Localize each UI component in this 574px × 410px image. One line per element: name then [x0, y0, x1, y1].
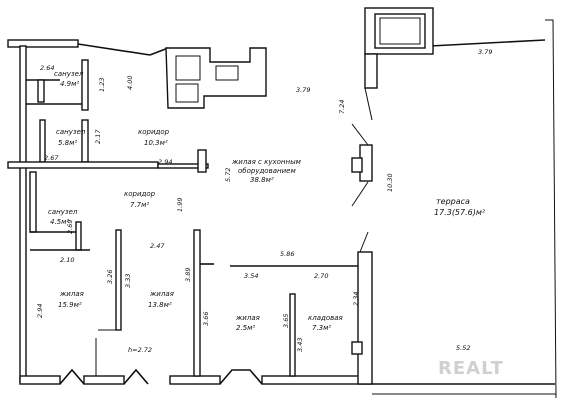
corridor2-name: коридор [124, 190, 156, 198]
ceiling-height: h=2.72 [128, 346, 152, 354]
living1-name: жилая [59, 290, 84, 298]
dim-1030: 10.30 [386, 173, 394, 192]
bath2-area: 5.8м² [58, 139, 77, 147]
dim-572: 5.72 [224, 168, 232, 182]
living3-area: 2.5м² [236, 324, 255, 332]
corridor2-area: 7.7м² [130, 201, 149, 209]
living-kitchen-name2: оборудованием [238, 167, 296, 175]
dim-294b: 2.94 [36, 304, 44, 318]
living-kitchen-area: 38.8м² [250, 176, 274, 184]
watermark: REALT [438, 358, 504, 379]
storage-name: кладовая [308, 314, 343, 322]
dim-123: 1.23 [98, 78, 106, 92]
dim-294a: 2.94 [158, 158, 172, 166]
dim-724: 7.24 [338, 100, 346, 114]
bath3-area: 4.5м² [50, 218, 69, 226]
corridor1-name: коридор [138, 128, 170, 136]
corridor1-area: 10.3м² [144, 139, 168, 147]
living2-area: 13.8м² [148, 301, 172, 309]
terrace-name: терраса [436, 197, 470, 206]
living3-name: жилая [235, 314, 260, 322]
dim-379a: 3.79 [296, 86, 310, 94]
dim-389: 3.89 [184, 268, 192, 282]
dim-217: 2.17 [94, 129, 102, 144]
bath1-area: 4.9м² [60, 80, 79, 88]
dim-365: 3.65 [282, 314, 290, 328]
bath1-name: санузел [54, 70, 84, 78]
dim-270: 2.70 [314, 272, 328, 280]
dim-264: 2.64 [40, 64, 54, 72]
dimensions: 2.64 1.23 4.00 2.17 2.67 2.94 3.79 3.79 … [36, 48, 492, 354]
storage-area: 7.3м² [312, 324, 331, 332]
bath3-name: санузел [48, 208, 78, 216]
dim-343: 3.43 [296, 338, 304, 352]
dim-199: 1.99 [176, 198, 184, 212]
dim-586: 5.86 [280, 250, 294, 258]
dim-379b: 3.79 [478, 48, 492, 56]
dim-267: 2.67 [44, 154, 59, 162]
terrace-area: 17.3(57.6)м² [434, 208, 486, 217]
dim-247: 2.47 [150, 242, 165, 250]
dim-400: 4.00 [126, 76, 134, 90]
dim-552: 5.52 [456, 344, 470, 352]
outer-walls [7, 19, 557, 399]
dim-210: 2.10 [60, 256, 74, 264]
dim-333: 3.33 [124, 274, 132, 288]
living1-area: 15.9м² [58, 301, 82, 309]
room-labels: санузел 4.9м² санузел 5.8м² коридор 10.3… [48, 70, 486, 332]
ventilation-shafts [165, 7, 434, 109]
dim-366: 3.66 [202, 312, 210, 326]
dim-354: 3.54 [244, 272, 258, 280]
dim-269: 2.69 [66, 220, 74, 234]
dim-326: 3.26 [106, 270, 114, 284]
interior-walls [7, 59, 373, 385]
living2-name: жилая [149, 290, 174, 298]
dim-234: 2.34 [352, 292, 360, 306]
living-kitchen-name: жилая с кухонным [231, 158, 302, 166]
bath2-name: санузел [56, 128, 86, 136]
